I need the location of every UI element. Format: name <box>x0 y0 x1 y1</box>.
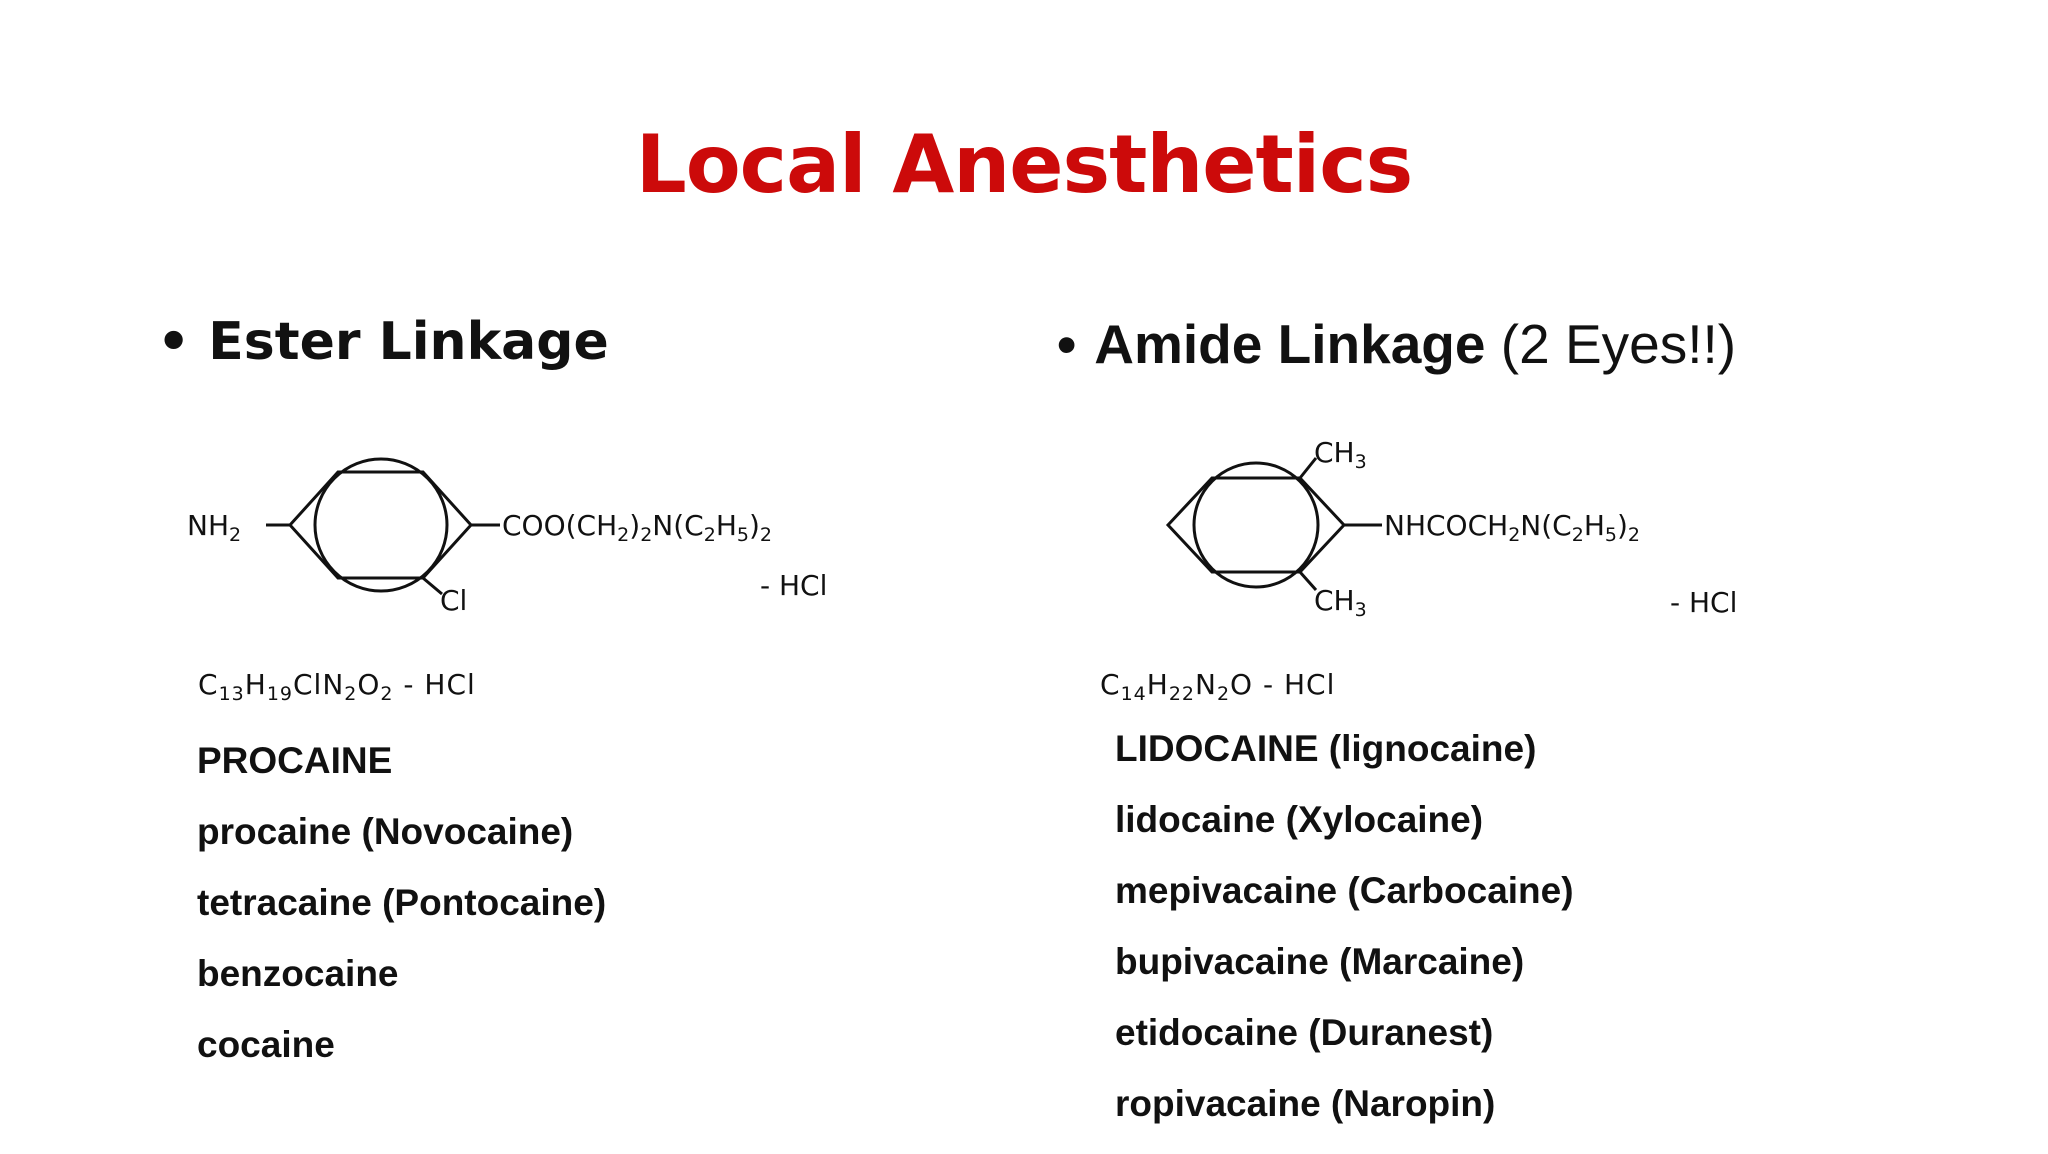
lidocaine-structure <box>1165 457 1382 591</box>
list-item: LIDOCAINE (lignocaine) <box>1115 728 1537 769</box>
slide-title: Local Anesthetics <box>635 118 1414 211</box>
amide-drug-list: LIDOCAINE (lignocaine) lidocaine (Xyloca… <box>1115 728 1574 1154</box>
amide-heading-note: (2 Eyes!!) <box>1500 313 1737 375</box>
lidocaine-ch3-bottom-label: CH3 <box>1314 584 1367 621</box>
procaine-molecular-formula: C13H19ClN2O2 - HCl <box>198 668 476 705</box>
lidocaine-aromatic-circle <box>1192 461 1320 589</box>
procaine-structure <box>266 457 500 596</box>
bullet-mark: • <box>1057 313 1077 375</box>
list-item: procaine (Novocaine) <box>197 811 574 852</box>
list-item: cocaine <box>197 1024 335 1065</box>
bullet-mark: • <box>157 312 191 372</box>
ester-heading: Ester Linkage <box>208 312 609 372</box>
list-item: etidocaine (Duranest) <box>1115 1012 1494 1053</box>
lidocaine-chain-label: NHCOCH2N(C2H5)2 <box>1384 509 1640 546</box>
list-item: mepivacaine (Carbocaine) <box>1115 870 1574 911</box>
procaine-nh2-label: NH2 <box>187 509 241 546</box>
ester-drug-list: PROCAINE procaine (Novocaine) tetracaine… <box>197 740 606 1095</box>
amide-heading: Amide Linkage <box>1094 313 1486 375</box>
list-item: bupivacaine (Marcaine) <box>1115 941 1525 982</box>
list-item: tetracaine (Pontocaine) <box>197 882 607 923</box>
lidocaine-labels: CH3 CH3 NHCOCH2N(C2H5)2 - HCl <box>1314 436 1737 621</box>
procaine-benzene-ring <box>287 470 474 580</box>
list-item: ropivacaine (Naropin) <box>1115 1083 1496 1124</box>
list-item: benzocaine <box>197 953 399 994</box>
procaine-labels: NH2 COO(CH2)2N(C2H5)2 Cl - HCl <box>187 509 827 617</box>
bullet-amide-linkage: • Amide Linkage (2 Eyes!!) <box>1057 312 1736 376</box>
lidocaine-molecular-formula: C14H22N2O - HCl <box>1100 668 1336 705</box>
list-item: PROCAINE <box>197 740 393 781</box>
list-item: lidocaine (Xylocaine) <box>1115 799 1484 840</box>
lidocaine-hcl-label: - HCl <box>1670 586 1737 619</box>
bullet-ester-linkage: • Ester Linkage <box>157 312 609 372</box>
procaine-chain-label: COO(CH2)2N(C2H5)2 <box>502 509 772 546</box>
procaine-cl-label: Cl <box>440 584 467 617</box>
lidocaine-ch3-top-label: CH3 <box>1314 436 1367 473</box>
procaine-hcl-label: - HCl <box>760 569 827 602</box>
procaine-aromatic-circle <box>313 457 449 593</box>
